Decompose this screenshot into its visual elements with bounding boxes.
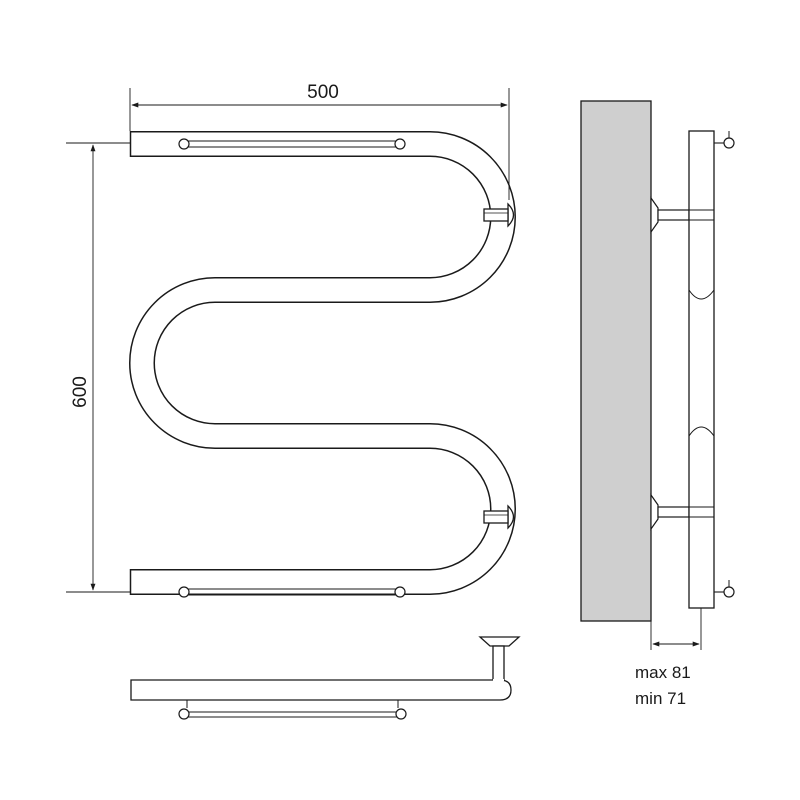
- top-view-pipe: [130, 679, 512, 701]
- width-dimension: 500: [129, 82, 510, 200]
- top-view-flange: [478, 636, 521, 647]
- bottom-shelf-bar: [178, 586, 406, 598]
- lower-wall-bracket: [483, 504, 515, 530]
- side-lower-bracket: [650, 493, 690, 531]
- side-view: max 81 min 71: [580, 100, 735, 708]
- side-top-knob: [714, 131, 735, 149]
- wall: [580, 100, 652, 622]
- side-bottom-knob: [714, 580, 735, 598]
- height-dimension: 600: [66, 142, 130, 593]
- top-view: [130, 636, 521, 720]
- serpentine-pipe: [129, 131, 516, 595]
- front-view: 500 600: [66, 82, 516, 598]
- depth-min-label: min 71: [635, 689, 686, 708]
- side-upper-bracket: [650, 196, 690, 234]
- depth-max-label: max 81: [635, 663, 691, 682]
- upper-wall-bracket: [483, 202, 515, 228]
- side-pipe-column: [688, 130, 715, 609]
- width-label: 500: [307, 82, 339, 103]
- top-view-shelf-bar: [178, 700, 407, 720]
- height-label: 600: [70, 376, 91, 408]
- depth-dimension: max 81 min 71: [635, 608, 702, 708]
- top-shelf-bar: [178, 138, 406, 150]
